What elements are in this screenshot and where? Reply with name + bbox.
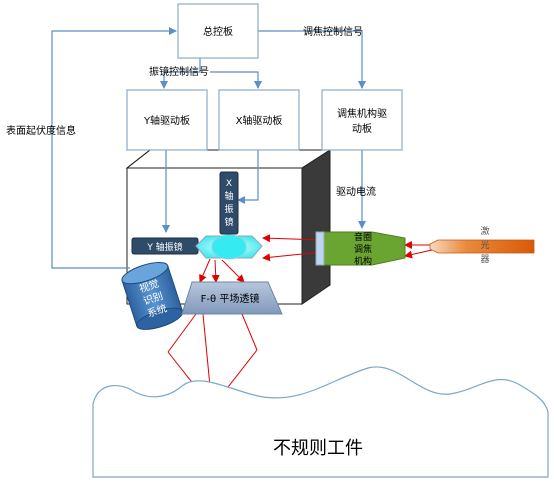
x-driver-node: X轴驱动板 xyxy=(218,89,300,151)
optical-crystal xyxy=(195,234,263,260)
svg-text:调焦: 调焦 xyxy=(354,243,372,255)
y-mirror: Y 轴振镜 xyxy=(131,237,199,255)
laser-beams xyxy=(167,234,433,408)
voice-coil-focusing: 音圈 调焦 机构 xyxy=(315,231,406,267)
focus-signal-label: 调焦控制信号 xyxy=(303,25,363,38)
svg-text:Y 轴振镜: Y 轴振镜 xyxy=(146,241,182,253)
svg-text:机构: 机构 xyxy=(354,255,372,267)
drive-current-label: 驱动电流 xyxy=(336,185,376,198)
svg-text:调焦机构驱: 调焦机构驱 xyxy=(337,107,387,120)
svg-text:镜: 镜 xyxy=(224,216,233,228)
svg-text:识别: 识别 xyxy=(142,290,165,308)
svg-text:器: 器 xyxy=(480,254,489,265)
y-driver-node: Y轴驱动板 xyxy=(126,89,208,151)
svg-text:不规则工件: 不规则工件 xyxy=(273,438,363,459)
svg-text:X: X xyxy=(226,179,232,189)
svg-text:激: 激 xyxy=(480,225,489,237)
svg-text:X轴驱动板: X轴驱动板 xyxy=(236,114,283,127)
laser-source: 激 光 器 xyxy=(429,225,535,265)
focus-driver-node: 调焦机构驱 动板 xyxy=(321,89,403,151)
svg-text:音圈: 音圈 xyxy=(354,231,372,243)
svg-text:轴: 轴 xyxy=(224,190,233,202)
scan-signal-label: 振镜控制信号 xyxy=(149,65,209,78)
svg-text:Y轴驱动板: Y轴驱动板 xyxy=(143,114,190,127)
x-mirror: X 轴 振 镜 xyxy=(219,171,239,235)
svg-text:动板: 动板 xyxy=(352,122,372,135)
svg-text:总控板: 总控板 xyxy=(203,25,233,38)
svg-text:光: 光 xyxy=(480,239,489,251)
main-board-node: 总控板 xyxy=(177,3,259,59)
vision-recognition-system: 视觉 识别 系统 xyxy=(121,262,184,330)
surface-info-label: 表面起伏度信息 xyxy=(6,124,76,137)
signal-lines xyxy=(51,27,366,269)
svg-text:F-θ 平场透镜: F-θ 平场透镜 xyxy=(201,292,260,305)
svg-text:振: 振 xyxy=(224,203,233,215)
irregular-workpiece: 不规则工件 xyxy=(92,366,549,478)
f-theta-lens: F-θ 平场透镜 xyxy=(181,281,283,315)
